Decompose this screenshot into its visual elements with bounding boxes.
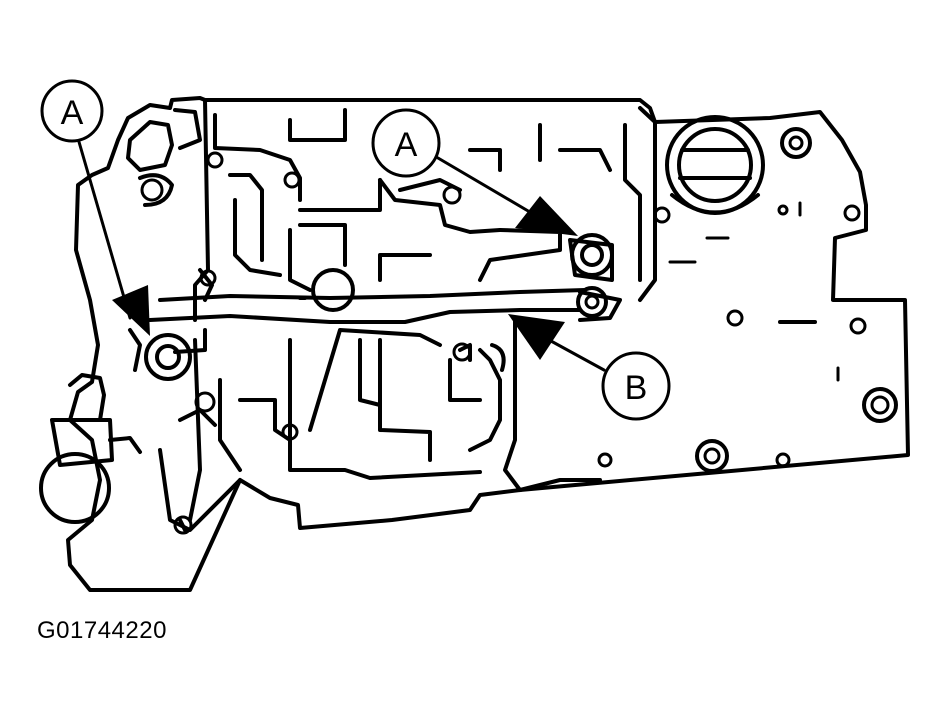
callout-a-left: A	[40, 79, 104, 143]
arrowheads	[112, 196, 578, 360]
bolt-top	[568, 233, 614, 282]
solenoid-connector	[39, 373, 142, 524]
arrowhead-a-left	[112, 285, 150, 336]
right-section-features	[518, 115, 898, 492]
callout-label-a-top: A	[395, 126, 418, 164]
callout-label-b: B	[625, 369, 648, 407]
callout-label-a-left: A	[61, 94, 84, 132]
arrowhead-b	[508, 314, 565, 360]
internal-passages	[126, 98, 657, 535]
callout-b: B	[601, 351, 671, 421]
figure-code: G01744220	[37, 617, 167, 644]
pipe-b	[148, 286, 622, 324]
callout-a-top: A	[371, 108, 441, 178]
bolt-left	[144, 333, 192, 381]
valve-body-outline	[66, 96, 910, 592]
arrowhead-a-top	[515, 196, 578, 236]
